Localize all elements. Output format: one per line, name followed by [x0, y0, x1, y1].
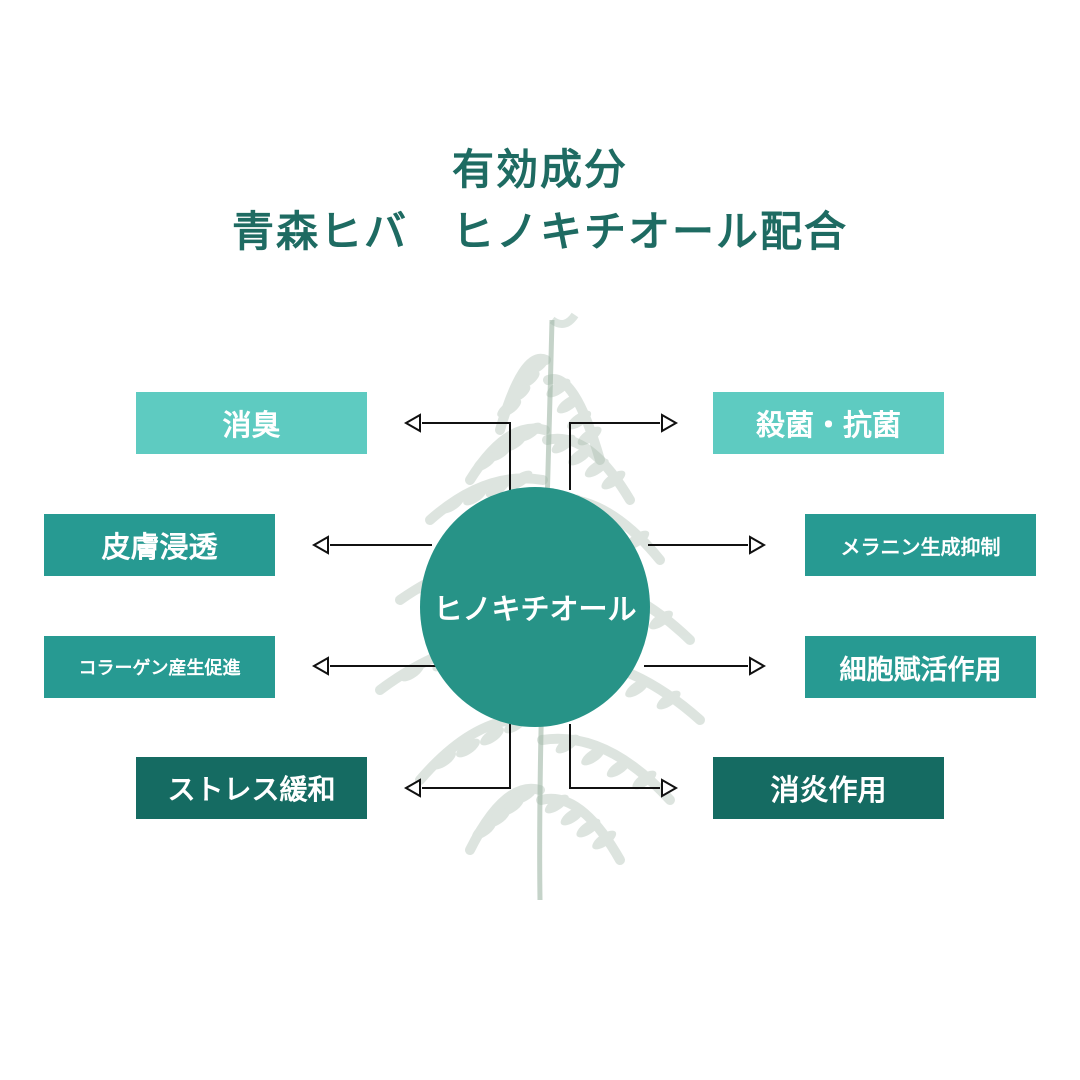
open-triangle-arrow-icon [311, 535, 329, 555]
open-triangle-arrow-icon [311, 656, 329, 676]
title-line-2: 青森ヒバ ヒノキチオール配合 [231, 207, 848, 256]
effect-label: メラニン生成抑制 [840, 534, 1001, 559]
effect-label: 消臭 [222, 408, 281, 442]
effect-label: ストレス緩和 [167, 773, 336, 806]
effect-label: 細胞賦活作用 [839, 654, 1002, 686]
connector-top-left [422, 422, 511, 490]
open-triangle-arrow-icon [661, 778, 679, 798]
branch-twig [543, 374, 605, 465]
effect-label: 皮膚浸透 [101, 530, 218, 564]
connector-bottom-left [422, 724, 511, 789]
open-triangle-arrow-icon [749, 656, 767, 676]
center-label: ヒノキチオール [433, 592, 637, 626]
connector-lines [311, 413, 767, 798]
effect-box-anti-inflammatory: 消炎作用 [713, 757, 944, 819]
connector-bottom-right [569, 724, 660, 789]
open-triangle-arrow-icon [749, 535, 767, 555]
branch-twig [537, 733, 675, 805]
branch-twig [495, 353, 551, 435]
branch-twig [465, 422, 550, 485]
effect-box-antibacterial: 殺菌・抗菌 [713, 392, 944, 454]
effect-box-stress-relief: ストレス緩和 [136, 757, 367, 819]
branch-twig [425, 470, 548, 525]
open-triangle-arrow-icon [403, 413, 421, 433]
center-circle: ヒノキチオール [420, 487, 650, 727]
effect-label: コラーゲン産生促進 [78, 658, 241, 679]
open-triangle-arrow-icon [661, 413, 679, 433]
effect-box-collagen-production: コラーゲン産生促進 [44, 636, 275, 698]
open-triangle-arrow-icon [403, 778, 421, 798]
effect-box-cell-activation: 細胞賦活作用 [805, 636, 1036, 698]
effect-label: 消炎作用 [770, 773, 887, 807]
title-line-1: 有効成分 [451, 145, 628, 194]
effect-label: 殺菌・抗菌 [755, 408, 901, 442]
branch-twig [465, 783, 545, 855]
branch-twig [542, 433, 635, 505]
branch-twig [536, 793, 625, 865]
effect-box-deodorize: 消臭 [136, 392, 367, 454]
connector-top-right [569, 422, 660, 490]
effect-box-melanin-inhibition: メラニン生成抑制 [805, 514, 1036, 576]
effect-box-skin-penetration: 皮膚浸透 [44, 514, 275, 576]
